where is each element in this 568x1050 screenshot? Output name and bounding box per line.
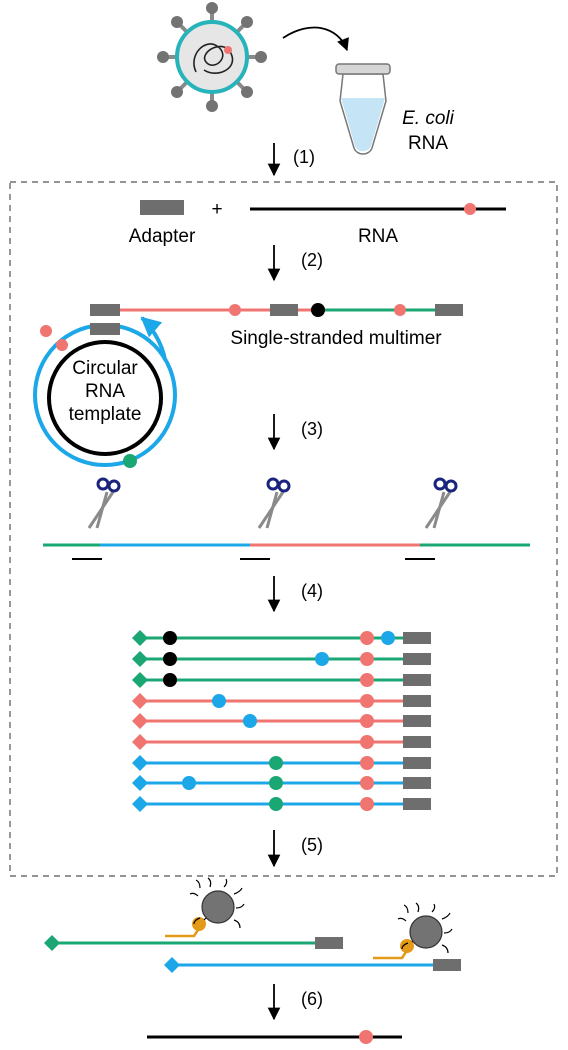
library-rows	[132, 630, 431, 812]
step-label-4: (4)	[301, 581, 323, 601]
circular-template	[33, 304, 177, 468]
step-label-5: (5)	[301, 835, 323, 855]
rna-mod-dot	[464, 203, 476, 215]
bead-icon	[189, 877, 453, 954]
tube-label-rna: RNA	[408, 133, 448, 154]
tube-icon	[335, 63, 391, 155]
circular-label-2: RNA	[85, 381, 125, 402]
multimer-label: Single-stranded multimer	[230, 328, 442, 349]
scissors-icon	[424, 477, 458, 529]
rna-label: RNA	[358, 226, 398, 247]
step-label-2: (2)	[301, 250, 323, 270]
circular-label-1: Circular	[72, 358, 138, 379]
adapter-block	[140, 200, 184, 215]
cut-strand	[43, 543, 530, 560]
step-label-6: (6)	[301, 989, 323, 1009]
probe-icon	[165, 913, 419, 960]
curved-arrow	[282, 26, 349, 52]
step-label-3: (3)	[301, 419, 323, 439]
step-label-1: (1)	[293, 147, 315, 167]
scissors-icon	[257, 477, 291, 529]
captured-strands	[44, 935, 461, 973]
final-rna-mod-dot	[359, 1030, 373, 1044]
scissors-icon	[87, 477, 121, 529]
plus-sign: +	[211, 199, 222, 220]
circular-label-3: template	[69, 404, 142, 425]
dashed-frame	[9, 181, 558, 877]
virus-icon	[157, 2, 267, 112]
multimer-strand	[120, 303, 463, 317]
tube-label-ecoli: E. coli	[402, 108, 455, 129]
adapter-label: Adapter	[129, 226, 196, 247]
